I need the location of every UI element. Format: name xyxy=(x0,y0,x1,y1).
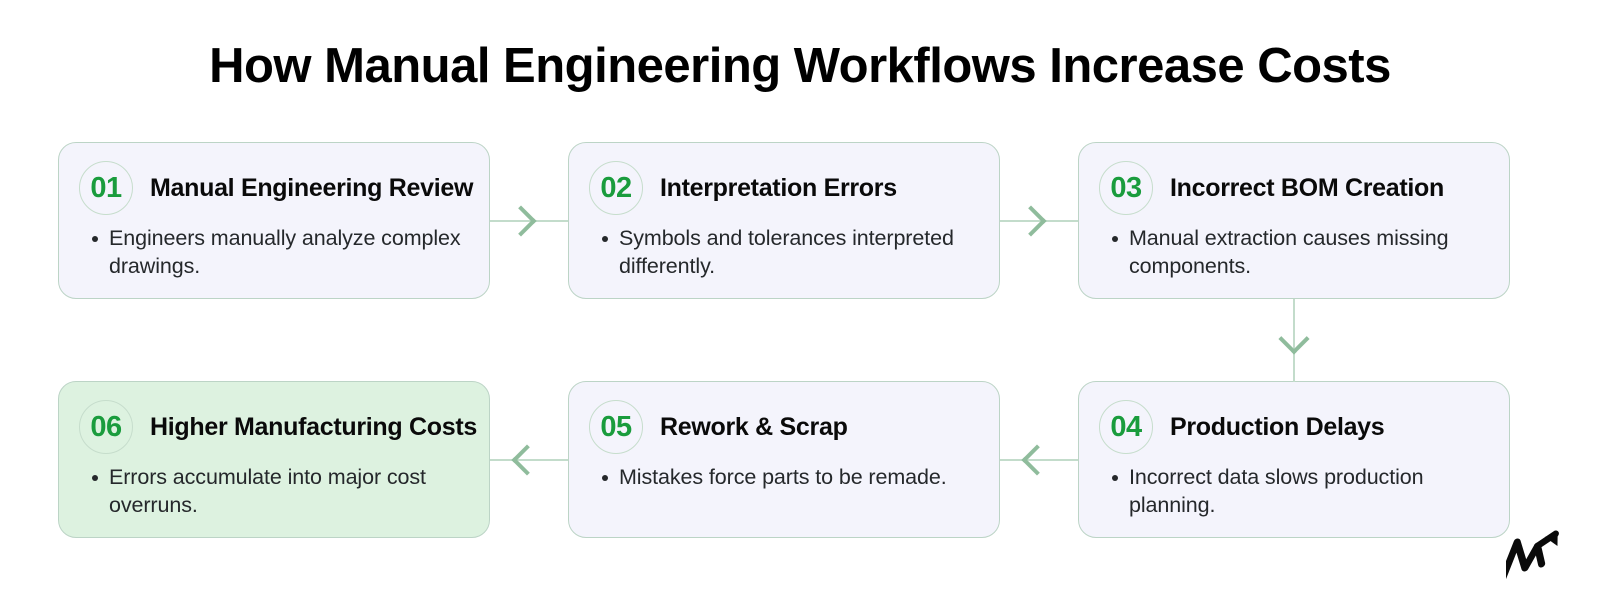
card-header: 04 Production Delays xyxy=(1099,400,1489,454)
step-title: Interpretation Errors xyxy=(660,173,897,202)
card-header: 01 Manual Engineering Review xyxy=(79,161,473,215)
chevron-right-icon xyxy=(1015,205,1047,237)
step-bullet-list: Mistakes force parts to be remade. xyxy=(589,464,979,492)
step-bullet-list: Manual extraction causes missing compone… xyxy=(1099,225,1489,281)
chevron-left-icon xyxy=(511,444,543,476)
connector-line xyxy=(1000,220,1078,222)
card-header: 03 Incorrect BOM Creation xyxy=(1099,161,1489,215)
step-bullet-list: Engineers manually analyze complex drawi… xyxy=(79,225,469,281)
step-title: Production Delays xyxy=(1170,412,1385,441)
connector-line xyxy=(1293,299,1295,382)
step-title: Higher Manufacturing Costs xyxy=(150,412,477,441)
step-bullet-list: Symbols and tolerances interpreted diffe… xyxy=(589,225,979,281)
step-number-badge: 05 xyxy=(589,400,643,454)
step-card-02[interactable]: 02 Interpretation Errors Symbols and tol… xyxy=(568,142,1000,299)
card-header: 06 Higher Manufacturing Costs xyxy=(79,400,477,454)
list-item: Manual extraction causes missing compone… xyxy=(1112,225,1489,281)
step-number-badge: 06 xyxy=(79,400,133,454)
brand-m-arrow-logo xyxy=(1506,530,1559,584)
step-title: Incorrect BOM Creation xyxy=(1170,173,1445,202)
step-number-badge: 03 xyxy=(1099,161,1153,215)
step-card-03[interactable]: 03 Incorrect BOM Creation Manual extract… xyxy=(1078,142,1510,299)
step-bullet-list: Errors accumulate into major cost overru… xyxy=(79,464,469,520)
chevron-left-icon xyxy=(1021,444,1053,476)
card-header: 02 Interpretation Errors xyxy=(589,161,979,215)
connector-line xyxy=(1000,459,1078,461)
card-header: 05 Rework & Scrap xyxy=(589,400,979,454)
list-item: Mistakes force parts to be remade. xyxy=(602,464,979,492)
step-number-badge: 04 xyxy=(1099,400,1153,454)
step-card-04[interactable]: 04 Production Delays Incorrect data slow… xyxy=(1078,381,1510,538)
list-item: Engineers manually analyze complex drawi… xyxy=(92,225,469,281)
list-item: Incorrect data slows production planning… xyxy=(1112,464,1489,520)
step-bullet-list: Incorrect data slows production planning… xyxy=(1099,464,1489,520)
step-card-05[interactable]: 05 Rework & Scrap Mistakes force parts t… xyxy=(568,381,1000,538)
step-title: Rework & Scrap xyxy=(660,412,848,441)
list-item: Symbols and tolerances interpreted diffe… xyxy=(602,225,979,281)
step-number-badge: 01 xyxy=(79,161,133,215)
step-card-06[interactable]: 06 Higher Manufacturing Costs Errors acc… xyxy=(58,381,490,538)
chevron-right-icon xyxy=(505,205,537,237)
step-title: Manual Engineering Review xyxy=(150,173,474,202)
list-item: Errors accumulate into major cost overru… xyxy=(92,464,469,520)
step-card-01[interactable]: 01 Manual Engineering Review Engineers m… xyxy=(58,142,490,299)
chevron-down-icon xyxy=(1278,323,1310,355)
page-title: How Manual Engineering Workflows Increas… xyxy=(209,39,1391,93)
connector-line xyxy=(490,459,568,461)
step-number-badge: 02 xyxy=(589,161,643,215)
connector-line xyxy=(490,220,568,222)
